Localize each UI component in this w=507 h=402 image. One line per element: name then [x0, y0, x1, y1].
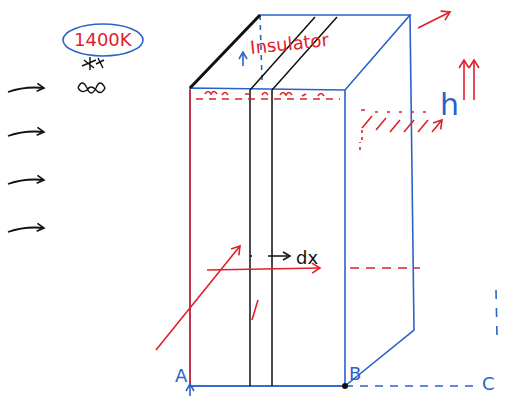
h-label: h [440, 88, 459, 121]
point-label: B [349, 364, 361, 384]
point-label: C [482, 374, 495, 394]
temperature-text: 1400K [74, 30, 132, 50]
point-label: A [175, 366, 187, 386]
circled-temperature: 1400K [61, 22, 145, 58]
dx-label: dx [296, 248, 318, 268]
insulator-label: Insulator [249, 30, 330, 58]
